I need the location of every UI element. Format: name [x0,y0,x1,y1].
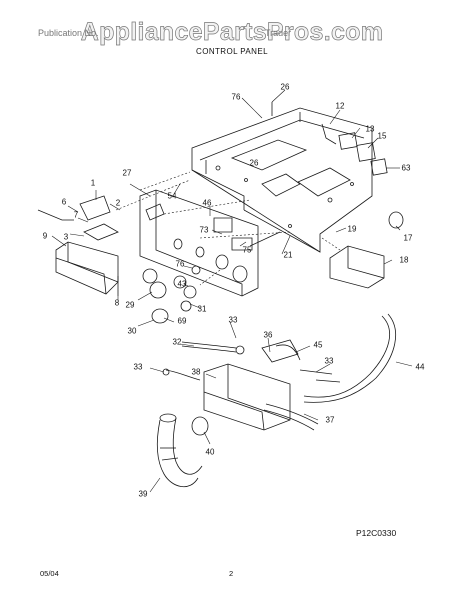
callout: 26 [280,82,290,92]
callout: 9 [42,231,48,241]
callout: 21 [283,250,293,260]
callout: 31 [197,304,207,314]
drain-hose [157,414,202,487]
header-publication: Publication No. [38,28,99,38]
callout: 54 [167,191,177,201]
callout: 36 [263,330,273,340]
callout: 2 [115,198,121,208]
callout: 63 [401,163,411,173]
callout: 32 [172,337,182,347]
dispenser-housing [192,364,318,435]
callout: 1 [90,178,96,188]
callout: 43 [177,279,187,289]
footer-page-number: 2 [229,569,234,578]
timer-and-switches [214,124,403,288]
callout: 18 [399,255,409,265]
callout: 12 [335,101,345,111]
callout: 8 [114,298,120,308]
callout: 44 [415,362,425,372]
header-trader: Trader [265,28,292,38]
console-panel [140,190,258,296]
diagram-title: CONTROL PANEL [196,47,268,56]
callout: 39 [138,489,148,499]
callout: 6 [61,197,67,207]
callout: 37 [325,415,335,425]
watermark: AppliancePartsPros.com [80,18,384,47]
callout: 73 [199,225,209,235]
callout: 46 [202,198,212,208]
callout: 26 [249,158,259,168]
callout: 75 [242,245,252,255]
knobs [118,266,200,323]
callout: 45 [313,340,323,350]
callout: 76 [231,92,241,102]
callout: 33 [324,356,334,366]
callout: 27 [122,168,132,178]
callout: 33 [228,315,238,325]
callout: 69 [177,316,187,326]
callout: 7 [73,210,79,220]
footer-date: 05/04 [40,569,59,578]
diagram-code: P12C0330 [356,528,397,538]
callout: 29 [125,300,135,310]
callout: 3 [63,232,69,242]
callout: 33 [133,362,143,372]
callout: 19 [347,224,357,234]
callout: 17 [403,233,413,243]
callout: 76 [175,259,185,269]
callout: 30 [127,326,137,336]
callout: 13 [365,124,375,134]
water-valve-hoses [163,314,396,402]
control-panel-frame [192,102,372,252]
callout: 38 [191,367,201,377]
callout: 15 [377,131,387,141]
callout: 40 [205,447,215,457]
